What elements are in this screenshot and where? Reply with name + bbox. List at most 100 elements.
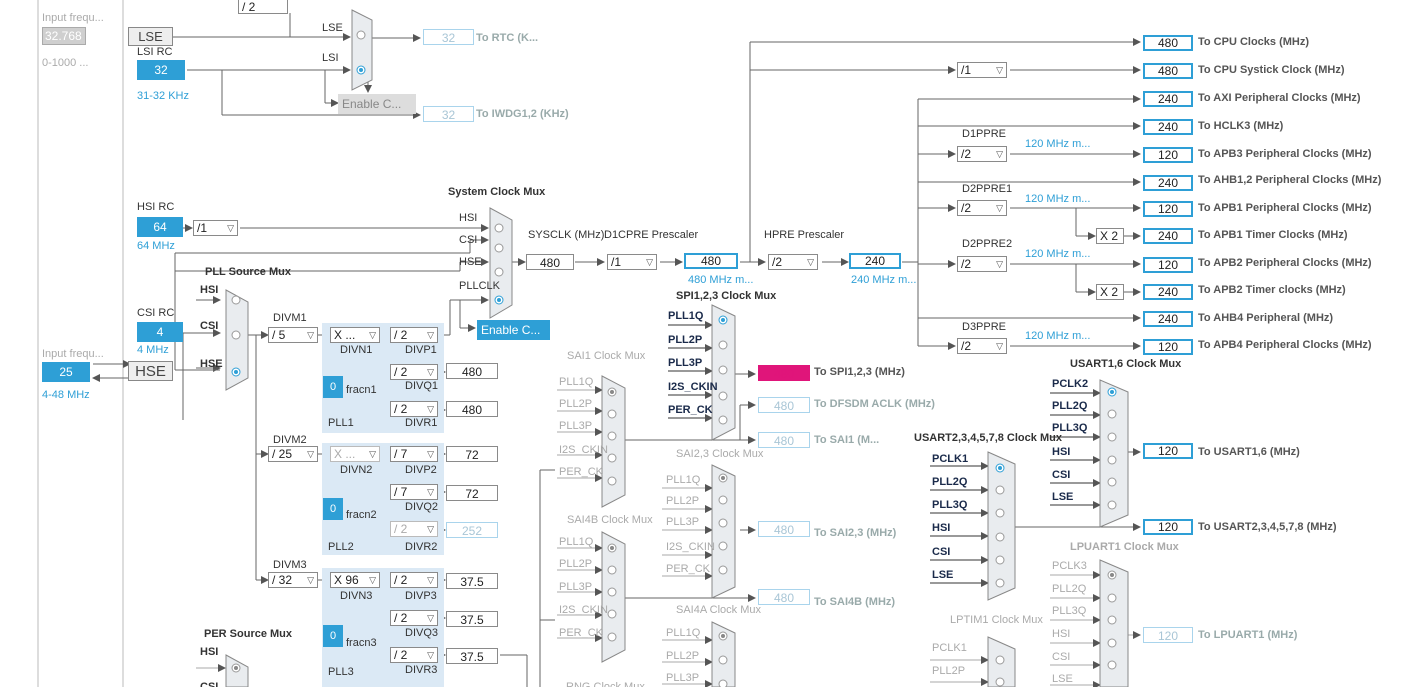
fracn2-value[interactable]: 0 — [323, 498, 343, 520]
apb1-x2-multiplier: X 2 — [1096, 228, 1124, 244]
pll-source-mux-title: PLL Source Mux — [205, 266, 291, 278]
divr3-label: DIVR3 — [405, 664, 438, 676]
divq1-value: / 2 — [394, 365, 408, 379]
lpuart-input-pll2q: PLL2Q — [1052, 583, 1087, 595]
systick-label: To CPU Systick Clock (MHz) — [1198, 64, 1345, 76]
apb1-value: 120 — [1143, 201, 1193, 217]
d1ppre-sub: 120 MHz m... — [1025, 138, 1091, 150]
divr1-select[interactable]: / 2 ▽ — [390, 401, 438, 417]
divn3-select[interactable]: X 96▽ — [330, 572, 380, 588]
hse-oscillator[interactable]: HSE — [128, 361, 173, 381]
chevron-down-icon: ▽ — [227, 223, 234, 233]
sai1-input-i2s: I2S_CKIN — [559, 444, 608, 456]
input-freq-top-label: Input frequ... — [42, 12, 104, 24]
sai4b-input-pll2p: PLL2P — [559, 558, 593, 570]
fracn1-value[interactable]: 0 — [323, 376, 343, 398]
divq1-select[interactable]: / 2▽ — [390, 364, 438, 380]
csi-value[interactable]: 4 — [137, 322, 183, 342]
divr2-select[interactable]: / 2▽ — [390, 521, 438, 537]
input-freq-bottom-label: Input frequ... — [42, 348, 104, 360]
d1ppre-select[interactable]: /2▽ — [957, 146, 1007, 162]
divr3-select[interactable]: / 2▽ — [390, 647, 438, 663]
d1cpre-select[interactable]: /1▽ — [607, 254, 657, 270]
lpuart-input-pll3q: PLL3Q — [1052, 605, 1087, 617]
chevron-down-icon: ▽ — [307, 449, 314, 459]
hsi-freq: 64 MHz — [137, 240, 175, 252]
sai4b-value: 480 — [758, 589, 810, 605]
hpre-select[interactable]: /2▽ — [768, 254, 818, 270]
chevron-down-icon: ▽ — [807, 257, 814, 267]
input-freq-top-field[interactable]: 32.768 — [42, 27, 86, 45]
divm2-select[interactable]: / 25▽ — [268, 446, 318, 462]
sai23-input-i2s: I2S_CKIN — [666, 541, 715, 553]
lse-oscillator[interactable]: LSE — [128, 27, 173, 46]
lpuart-input-csi: CSI — [1052, 651, 1071, 663]
sai23-mux-shape — [711, 464, 736, 599]
d2ppre2-select[interactable]: /2 ▽ — [957, 256, 1007, 272]
divn1-label: DIVN1 — [340, 344, 373, 356]
chevron-down-icon: ▽ — [996, 259, 1003, 269]
chevron-down-icon: ▽ — [369, 575, 376, 585]
divp1-select[interactable]: / 2▽ — [390, 327, 438, 343]
divq3-select[interactable]: / 2▽ — [390, 610, 438, 626]
apb3-label: To APB3 Peripheral Clocks (MHz) — [1198, 148, 1372, 160]
sai1-input-perck: PER_CK — [559, 466, 604, 478]
enable-css-rtc-button[interactable]: Enable C... — [338, 94, 416, 114]
divn2-select[interactable]: X ...▽ — [330, 446, 380, 462]
divp3-select[interactable]: / 2▽ — [390, 572, 438, 588]
divm3-select[interactable]: / 32▽ — [268, 572, 318, 588]
apb2-timer-label: To APB2 Timer clocks (MHz) — [1198, 284, 1346, 296]
lsi-range: 31-32 KHz — [137, 90, 189, 102]
d3ppre-select[interactable]: /2▽ — [957, 338, 1007, 354]
d1ppre-label: D1PPRE — [962, 128, 1007, 140]
chevron-down-icon: ▽ — [996, 149, 1003, 159]
divq2-value: / 7 — [394, 485, 408, 499]
divq2-select[interactable]: / 7▽ — [390, 484, 438, 500]
csi-freq: 4 MHz — [137, 344, 169, 356]
hsi-value[interactable]: 64 — [137, 217, 183, 237]
divp2-select[interactable]: / 7▽ — [390, 446, 438, 462]
divn1-value: X ... — [334, 328, 356, 342]
enable-css-button[interactable]: Enable C... — [477, 320, 550, 340]
usart2-input-lse: LSE — [932, 569, 954, 581]
sai4b-input-pll3p: PLL3P — [559, 581, 593, 593]
per-src-input-hsi: HSI — [200, 646, 219, 658]
divp2-value: / 7 — [394, 447, 408, 461]
input-freq-bottom-field[interactable]: 25 — [42, 362, 90, 382]
hclk3-label: To HCLK3 (MHz) — [1198, 120, 1284, 132]
divp1-label: DIVP1 — [405, 344, 437, 356]
divn1-select[interactable]: X ...▽ — [330, 327, 380, 343]
apb1-label: To APB1 Peripheral Clocks (MHz) — [1198, 202, 1372, 214]
hsi-divider-select[interactable]: /1▽ — [193, 220, 238, 236]
d2ppre1-select[interactable]: /2▽ — [957, 200, 1007, 216]
spi123-mux-title: SPI1,2,3 Clock Mux — [676, 290, 777, 302]
pll-source-mux-shape — [225, 289, 249, 391]
sai4a-mux-title: SAI4A Clock Mux — [676, 604, 761, 616]
sai4b-input-pll1q: PLL1Q — [559, 536, 594, 548]
apb4-label: To APB4 Peripheral Clocks (MHz) — [1198, 339, 1372, 351]
chevron-down-icon: ▽ — [427, 404, 434, 414]
iwdg-output-label: To IWDG1,2 (KHz) — [476, 108, 569, 120]
lsi-value[interactable]: 32 — [137, 60, 185, 80]
divr1-value: / 2 — [394, 402, 408, 416]
sai1-input-pll2p: PLL2P — [559, 398, 593, 410]
hpre-output: 240 — [849, 253, 901, 269]
lsi-rc-label: LSI RC — [137, 46, 173, 58]
divq2-label: DIVQ2 — [405, 501, 439, 513]
sysclk-label: SYSCLK (MHz) — [528, 229, 605, 241]
systick-divider-select[interactable]: /1▽ — [957, 62, 1007, 78]
pll2-name: PLL2 — [328, 541, 354, 553]
axi-label: To AXI Peripheral Clocks (MHz) — [1198, 92, 1361, 104]
usart16-input-csi: CSI — [1052, 469, 1071, 481]
d2ppre2-value: /2 — [961, 257, 972, 271]
usart16-mux-title: USART1,6 Clock Mux — [1070, 358, 1182, 370]
chevron-down-icon: ▽ — [307, 330, 314, 340]
rtc-divider-select[interactable]: / 2 — [238, 0, 288, 14]
sai23-value: 480 — [758, 521, 810, 537]
chevron-down-icon: ▽ — [996, 341, 1003, 351]
divr2-value: / 2 — [394, 522, 408, 536]
lptim1-mux-title: LPTIM1 Clock Mux — [950, 614, 1043, 626]
spi-input-i2s: I2S_CKIN — [668, 381, 718, 393]
fracn3-value[interactable]: 0 — [323, 625, 343, 647]
divm1-select[interactable]: / 5▽ — [268, 327, 318, 343]
